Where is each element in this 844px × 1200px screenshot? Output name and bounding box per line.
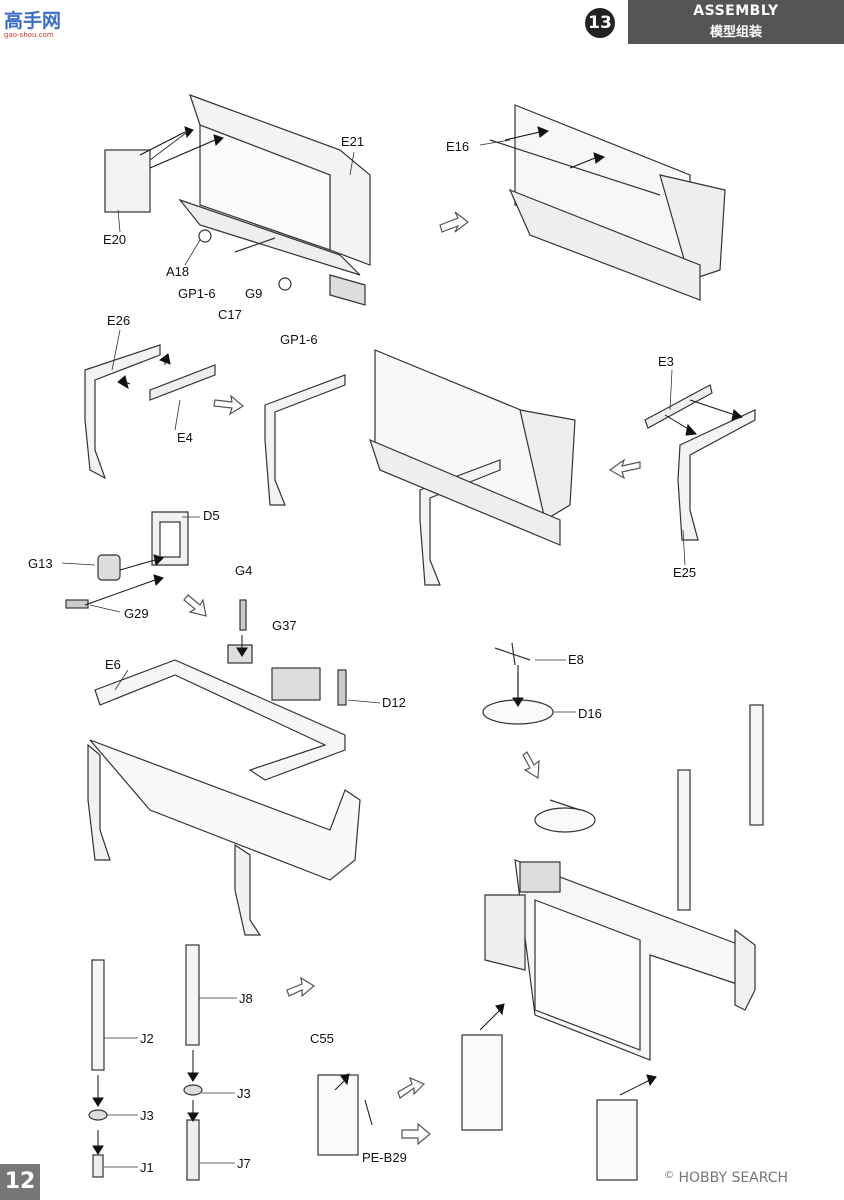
part-label-e4: E4 bbox=[177, 430, 193, 445]
part-label-e20: E20 bbox=[103, 232, 127, 247]
page-header: 高手网 gao-shou.com 13 ASSEMBLY 模型组装 bbox=[0, 0, 844, 46]
part-label-g13: G13 bbox=[28, 556, 53, 571]
page-number: 12 bbox=[0, 1164, 40, 1200]
site-logo: 高手网 gao-shou.com bbox=[4, 6, 84, 40]
logo-url: gao-shou.com bbox=[4, 31, 54, 39]
watermark-brand: HOBBY SEARCH bbox=[678, 1170, 789, 1186]
part-label-d12: D12 bbox=[382, 695, 406, 710]
section-title-en: ASSEMBLY bbox=[693, 3, 779, 19]
part-label-gp1-6-b: GP1-6 bbox=[280, 332, 318, 347]
logo-text: 高手网 bbox=[4, 10, 62, 32]
part-label-e26: E26 bbox=[107, 313, 131, 328]
part-label-j2: J2 bbox=[140, 1031, 154, 1046]
part-label-g37: G37 bbox=[272, 618, 297, 633]
part-label-j3-left: J3 bbox=[140, 1108, 154, 1123]
part-label-d5: D5 bbox=[203, 508, 220, 523]
part-label-d16: D16 bbox=[578, 706, 602, 721]
part-label-j8: J8 bbox=[239, 991, 253, 1006]
part-label-e21: E21 bbox=[341, 134, 365, 149]
step-number: 13 bbox=[585, 8, 615, 38]
part-label-a18: A18 bbox=[166, 264, 190, 279]
section-banner: ASSEMBLY 模型组装 bbox=[628, 0, 844, 44]
frame-assembly-1 bbox=[104, 94, 371, 306]
plate-c55 bbox=[317, 1074, 373, 1156]
j-parts-left bbox=[88, 959, 108, 1178]
part-label-g9: G9 bbox=[245, 286, 263, 301]
part-label-e16: E16 bbox=[446, 139, 470, 154]
flow-arrows bbox=[183, 211, 641, 1146]
watermark: © HOBBY SEARCH bbox=[664, 1170, 788, 1186]
part-label-g29: G29 bbox=[124, 606, 149, 621]
section-title-cn: 模型组装 bbox=[709, 25, 762, 40]
part-label-c17: C17 bbox=[218, 307, 242, 322]
part-label-j7: J7 bbox=[237, 1156, 251, 1171]
side-piece-e3 bbox=[644, 384, 756, 541]
part-label-e25: E25 bbox=[673, 565, 697, 580]
part-label-e8: E8 bbox=[568, 652, 584, 667]
side-piece-e26 bbox=[84, 344, 216, 480]
frame-assembly-3 bbox=[264, 349, 576, 586]
frame-assembly-final bbox=[461, 704, 764, 1181]
part-d5-group bbox=[65, 511, 189, 609]
part-label-j3-right: J3 bbox=[237, 1086, 251, 1101]
part-label-j1: J1 bbox=[140, 1160, 154, 1175]
frame-assembly-4 bbox=[87, 599, 361, 936]
frame-assembly-2 bbox=[489, 104, 726, 301]
copyright-mark: © bbox=[664, 1170, 674, 1181]
part-label-gp1-6-a: GP1-6 bbox=[178, 286, 216, 301]
part-label-g4: G4 bbox=[235, 563, 253, 578]
j-parts-right bbox=[183, 944, 203, 1181]
fit-arrows bbox=[84, 126, 744, 1155]
part-label-c55: C55 bbox=[310, 1031, 334, 1046]
turntable-parts bbox=[482, 642, 596, 833]
part-label-pe-b29: PE-B29 bbox=[362, 1150, 407, 1165]
leader-lines bbox=[61, 139, 686, 1168]
part-label-e3: E3 bbox=[658, 354, 674, 369]
part-label-e6: E6 bbox=[105, 657, 121, 672]
